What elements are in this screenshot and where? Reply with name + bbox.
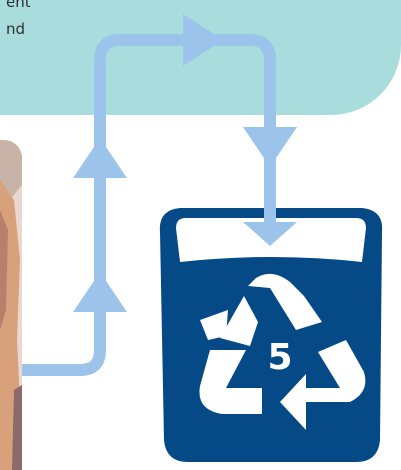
bin-number-label: 5	[267, 337, 292, 378]
arrow-down-icon	[243, 127, 297, 167]
arrow-right-icon	[183, 14, 223, 66]
arrow-up-icon	[73, 272, 127, 312]
arrow-up-icon	[73, 138, 127, 178]
